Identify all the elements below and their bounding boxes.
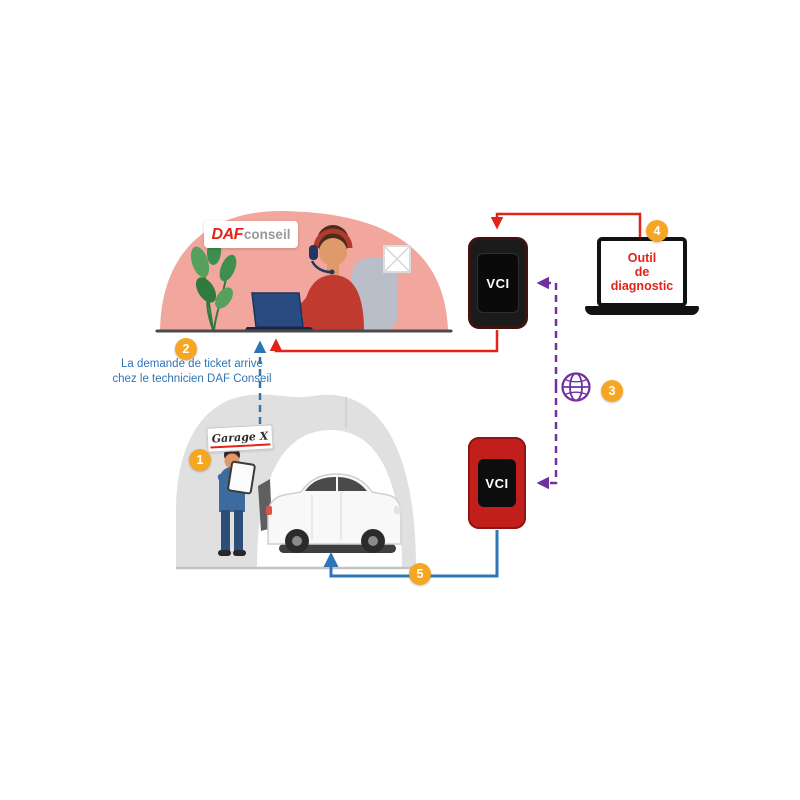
arrow-internet-down	[536, 386, 558, 490]
step2-caption: La demande de ticket arrive chez le tech…	[103, 357, 281, 387]
diagnostic-tool-line1: Outil	[627, 251, 657, 265]
office-chair	[352, 258, 398, 331]
logo-conseil-text: conseil	[243, 227, 291, 242]
garage-sign: Garage X	[206, 424, 274, 453]
diagnostic-tool-line2: de	[634, 265, 650, 279]
arrow-vci-to-technician	[269, 330, 499, 353]
vci-bottom-label: VCI	[485, 475, 509, 491]
arrow-internet-up	[536, 276, 558, 386]
vci-bottom-screen: VCI	[478, 459, 516, 507]
caption-line2: chez le technicien DAF Conseil	[112, 372, 272, 385]
step-badge-1: 1	[189, 449, 211, 471]
vci-device-garage: VCI	[468, 437, 526, 529]
arrow-tool-to-vci	[490, 212, 642, 239]
step-badge-3: 3	[601, 380, 623, 402]
step-badge-2: 2	[175, 338, 197, 360]
tablet	[227, 460, 256, 495]
headset-icon	[309, 228, 353, 275]
globe-icon	[561, 372, 591, 402]
diagnostic-tool-line3: diagnostic	[610, 279, 674, 293]
garage-scene	[176, 394, 416, 570]
wall-frame	[383, 245, 411, 273]
daf-conseil-logo: DAF conseil	[204, 221, 298, 248]
step-badge-4: 4	[646, 220, 668, 242]
office-scene	[155, 211, 453, 333]
technician-person	[286, 225, 364, 331]
logo-daf-text: DAF	[211, 225, 244, 243]
diagnostic-tool-laptop: Outil de diagnostic	[597, 237, 687, 307]
car-hub-front	[368, 536, 378, 546]
caption-line1: La demande de ticket arrive	[121, 358, 263, 370]
diagnostic-laptop-base	[585, 306, 699, 315]
car-taillight	[266, 506, 272, 515]
car-body	[267, 473, 402, 545]
garage-sign-label: Garage X	[209, 428, 271, 449]
car-headlight	[394, 506, 401, 514]
vci-top-screen: VCI	[477, 253, 519, 313]
car-hub-rear	[292, 536, 302, 546]
car-door-lines	[311, 492, 342, 540]
step-badge-5: 5	[409, 563, 431, 585]
vci-device-daf: VCI	[468, 237, 528, 329]
car	[258, 473, 402, 553]
vci-top-label: VCI	[486, 275, 510, 291]
